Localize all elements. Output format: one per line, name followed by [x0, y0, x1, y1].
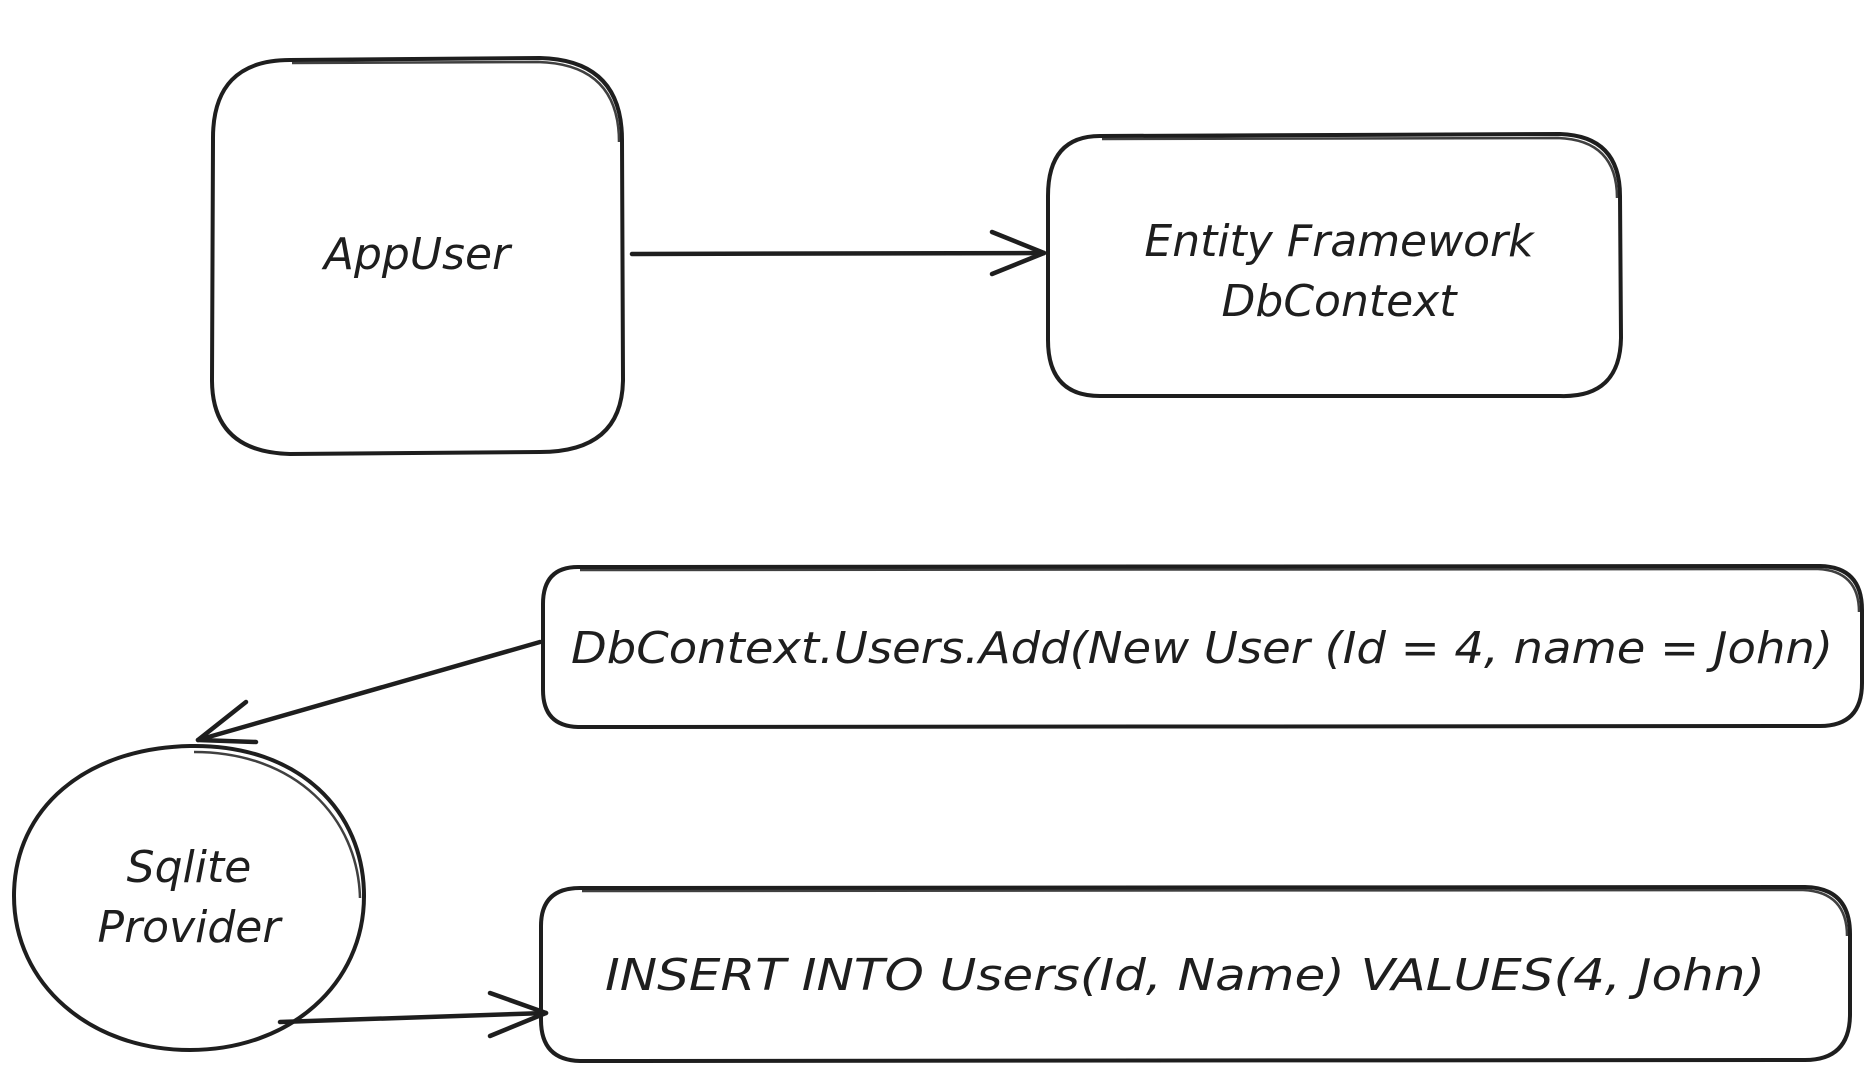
dbcontext-label-line2: DbContext [1222, 276, 1459, 327]
sqlite-provider-label-line2: Provider [98, 902, 284, 953]
insert-sql-label: INSERT INTO Users(Id, Name) VALUES(4, Jo… [605, 950, 1765, 1001]
node-sqlite-provider[interactable]: Sqlite Provider [12, 743, 366, 1052]
edge-app-user-to-dbcontext[interactable] [629, 229, 1047, 277]
node-app-user[interactable]: AppUser [210, 56, 625, 456]
edge-sqlite-provider-to-insert-sql[interactable] [277, 990, 549, 1039]
node-insert-sql[interactable]: INSERT INTO Users(Id, Name) VALUES(4, Jo… [539, 885, 1852, 1063]
app-user-label: AppUser [321, 229, 513, 280]
add-call-label: DbContext.Users.Add(New User (Id = 4, na… [571, 623, 1833, 674]
node-add-call[interactable]: DbContext.Users.Add(New User (Id = 4, na… [541, 564, 1864, 729]
node-dbcontext[interactable]: Entity Framework DbContext [1046, 132, 1623, 399]
dbcontext-label-line1: Entity Framework [1144, 216, 1535, 267]
sqlite-provider-label-line1: Sqlite [127, 842, 252, 893]
edge-add-call-to-sqlite-provider[interactable] [195, 639, 543, 745]
